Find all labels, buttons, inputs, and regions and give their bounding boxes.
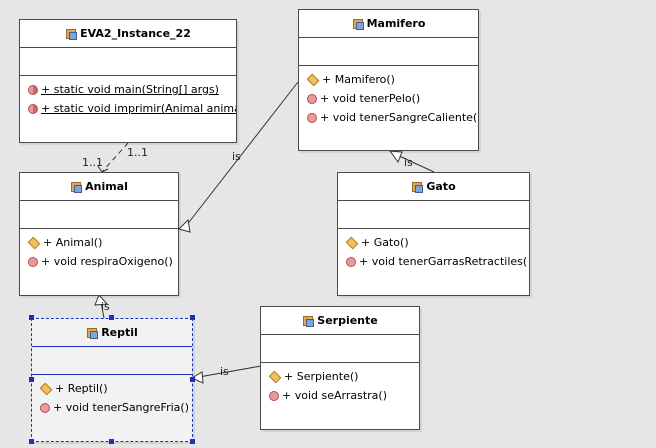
operations-compartment: + Gato() + void tenerGarrasRetractiles(	[338, 229, 529, 271]
generalization-line-serpiente-reptil[interactable]	[198, 365, 262, 378]
selection-handle-se[interactable]	[190, 439, 195, 444]
generalization-arrowhead	[94, 294, 109, 306]
class-header: Mamifero	[299, 10, 478, 38]
operation-label: + void respiraOxigeno()	[41, 255, 173, 268]
attributes-compartment	[338, 201, 529, 229]
operations-compartment: + static void main(String[] args) + stat…	[20, 76, 236, 118]
operation-row[interactable]: + Gato()	[346, 233, 529, 252]
operation-row[interactable]: + void tenerGarrasRetractiles(	[346, 252, 529, 271]
selection-handle-sw[interactable]	[29, 439, 34, 444]
is-label-mamifero: is	[232, 150, 241, 163]
class-name: Reptil	[101, 326, 138, 339]
operation-row[interactable]: + Reptil()	[40, 379, 192, 398]
operation-label: + Mamifero()	[322, 73, 395, 86]
selection-handle-nw[interactable]	[29, 315, 34, 320]
multiplicity-target-label: 1..1	[82, 156, 103, 169]
operation-label: + Gato()	[361, 236, 409, 249]
operation-label: + void tenerGarrasRetractiles(	[359, 255, 528, 268]
operation-row[interactable]: + void tenerPelo()	[307, 89, 478, 108]
operation-row[interactable]: + Animal()	[28, 233, 178, 252]
attributes-compartment	[20, 48, 236, 76]
operation-label: + Serpiente()	[284, 370, 359, 383]
class-icon	[302, 315, 315, 327]
operation-row[interactable]: + static void imprimir(Animal anima	[28, 99, 236, 118]
class-icon	[411, 181, 424, 193]
generalization-arrowhead	[190, 371, 204, 384]
selection-handle-ne[interactable]	[190, 315, 195, 320]
class-box-eva2-instance[interactable]: EVA2_Instance_22 + static void main(Stri…	[19, 19, 237, 143]
method-icon	[269, 390, 279, 401]
operation-label: + static void main(String[] args)	[41, 83, 219, 96]
is-label-gato: is	[404, 156, 413, 169]
operation-row[interactable]: + void tenerSangreCaliente(	[307, 108, 478, 127]
class-name: Mamifero	[366, 17, 426, 30]
constructor-icon	[307, 73, 320, 86]
operation-row[interactable]: + void tenerSangreFria()	[40, 398, 192, 417]
selection-handle-e[interactable]	[190, 377, 195, 382]
operations-compartment: + Animal() + void respiraOxigeno()	[20, 229, 178, 271]
operation-label: + Reptil()	[55, 382, 108, 395]
selection-handle-w[interactable]	[29, 377, 34, 382]
generalization-line-gato-mamifero[interactable]	[396, 154, 435, 173]
selection-handle-n[interactable]	[109, 315, 114, 320]
class-box-mamifero[interactable]: Mamifero + Mamifero() + void tenerPelo()…	[298, 9, 479, 151]
attributes-compartment	[261, 335, 419, 363]
operation-row[interactable]: + void respiraOxigeno()	[28, 252, 178, 271]
class-header: EVA2_Instance_22	[20, 20, 236, 48]
class-box-serpiente[interactable]: Serpiente + Serpiente() + void seArrastr…	[260, 306, 420, 430]
attributes-compartment	[299, 38, 478, 66]
operations-compartment: + Reptil() + void tenerSangreFria()	[32, 375, 192, 417]
operation-row[interactable]: + void seArrastra()	[269, 386, 419, 405]
class-header: Animal	[20, 173, 178, 201]
attributes-compartment	[20, 201, 178, 229]
class-name: EVA2_Instance_22	[80, 27, 191, 40]
constructor-icon	[346, 236, 359, 249]
attributes-compartment	[32, 347, 192, 375]
operation-label: + Animal()	[43, 236, 103, 249]
constructor-icon	[269, 370, 282, 383]
operation-label: + void tenerPelo()	[320, 92, 421, 105]
operation-label: + void seArrastra()	[282, 389, 387, 402]
is-label-reptil: is	[101, 300, 110, 313]
class-icon	[86, 327, 99, 339]
operation-label: + void tenerSangreCaliente(	[320, 111, 478, 124]
static-method-icon	[28, 84, 38, 95]
operation-label: + static void imprimir(Animal anima	[41, 102, 236, 115]
operation-row[interactable]: + Serpiente()	[269, 367, 419, 386]
operations-compartment: + Mamifero() + void tenerPelo() + void t…	[299, 66, 478, 127]
is-label-serpiente: is	[220, 365, 229, 378]
association-line-eva2-animal[interactable]	[101, 142, 129, 173]
class-header: Serpiente	[261, 307, 419, 335]
class-name: Animal	[85, 180, 128, 193]
constructor-icon	[40, 382, 53, 395]
operation-row[interactable]: + Mamifero()	[307, 70, 478, 89]
method-icon	[40, 402, 50, 413]
class-icon	[65, 28, 78, 40]
method-icon	[28, 256, 38, 267]
operation-row[interactable]: + static void main(String[] args)	[28, 80, 236, 99]
class-box-animal[interactable]: Animal + Animal() + void respiraOxigeno(…	[19, 172, 179, 296]
operations-compartment: + Serpiente() + void seArrastra()	[261, 363, 419, 405]
generalization-arrowhead	[388, 150, 403, 164]
method-icon	[346, 256, 356, 267]
operation-label: + void tenerSangreFria()	[53, 401, 189, 414]
selection-handle-s[interactable]	[109, 439, 114, 444]
class-name: Serpiente	[317, 314, 378, 327]
method-icon	[307, 112, 317, 123]
class-box-reptil[interactable]: Reptil + Reptil() + void tenerSangreFria…	[31, 318, 193, 442]
generalization-arrowhead	[178, 218, 191, 233]
class-name: Gato	[426, 180, 456, 193]
class-icon	[70, 181, 83, 193]
class-header: Reptil	[32, 319, 192, 347]
multiplicity-source-label: 1..1	[127, 146, 148, 159]
class-header: Gato	[338, 173, 529, 201]
class-box-gato[interactable]: Gato + Gato() + void tenerGarrasRetracti…	[337, 172, 530, 296]
class-icon	[352, 18, 364, 30]
constructor-icon	[28, 236, 41, 249]
generalization-line-animal-mamifero[interactable]	[185, 81, 299, 227]
method-icon	[307, 93, 317, 104]
static-method-icon	[28, 103, 38, 114]
